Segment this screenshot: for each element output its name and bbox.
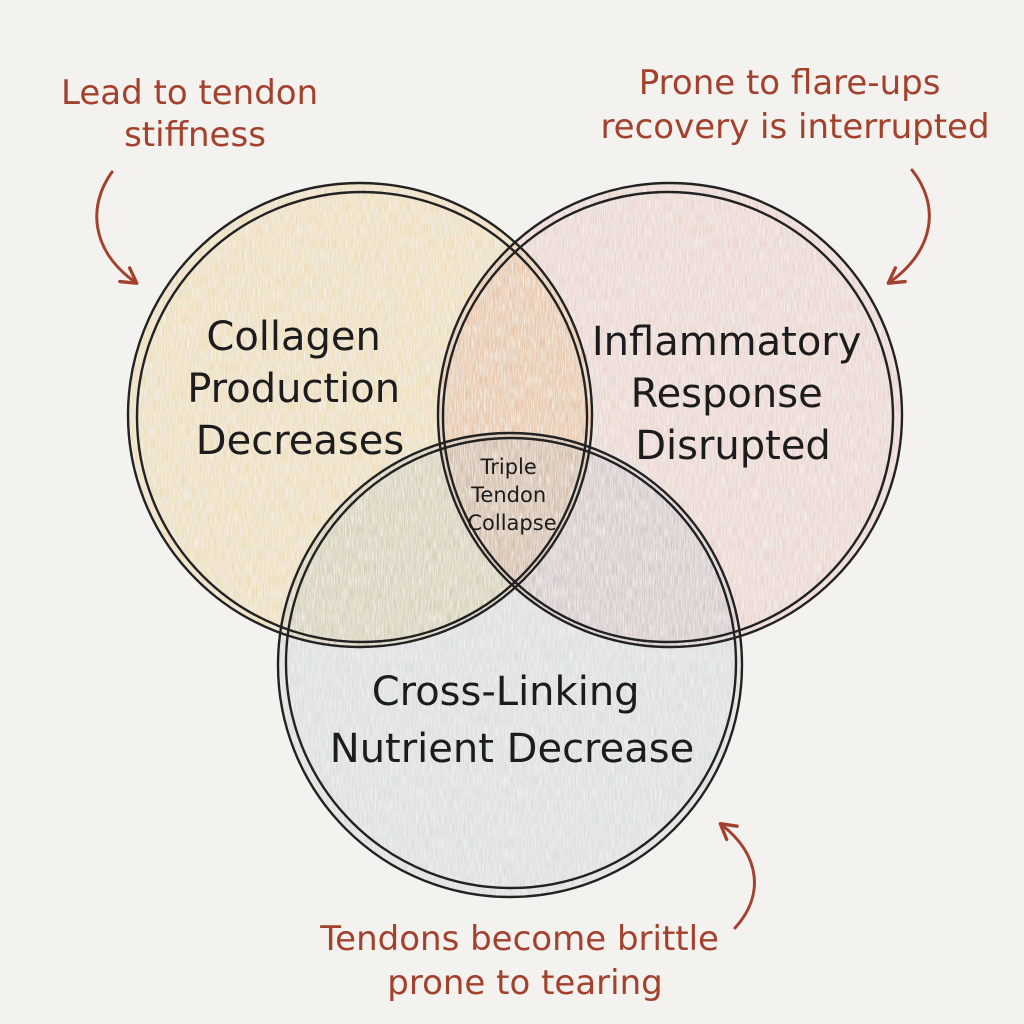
circle-bottom-outline-inner [284, 436, 738, 890]
circle-left-label-line: Production [187, 366, 400, 412]
circle-right-label: Inflammatory Response Disrupted [592, 319, 874, 469]
circle-right-label-line: Inflammatory [592, 319, 862, 365]
annotation-line: Prone to flare-ups [639, 63, 941, 103]
circle-left-outline [126, 181, 594, 649]
circle-right-outline [436, 181, 904, 649]
center-intersection-label: Triple Tendon Collapse [467, 455, 556, 535]
annotation-line: stiffness [124, 115, 266, 155]
center-label-line: Tendon [470, 483, 546, 507]
annotation-line: prone to tearing [387, 963, 662, 1003]
annotation-top-left-text: Lead to tendon stiffness [61, 73, 329, 155]
annotation-line: Tendons become brittle [319, 919, 719, 959]
circle-right-label-line: Disrupted [635, 423, 831, 469]
center-label-line: Collapse [467, 511, 556, 535]
circle-bottom-label-line: Cross-Linking [372, 669, 640, 715]
circle-outlines [126, 181, 904, 899]
circle-right-label-line: Response [631, 371, 823, 417]
circle-right-outline-inner [441, 190, 895, 644]
circle-left-label-line: Decreases [196, 418, 404, 464]
annotation-top-right-text: Prone to flare-ups recovery is interrupt… [600, 63, 989, 147]
circle-left-label: Collagen Production Decreases [187, 314, 413, 464]
curved-arrow-icon [886, 168, 931, 285]
annotation-bottom-text: Tendons become brittle prone to tearing [319, 919, 730, 1003]
curved-arrow-icon [95, 170, 139, 285]
annotation-line: recovery is interrupted [600, 107, 989, 147]
circle-bottom-outline [276, 431, 744, 899]
circle-bottom-label-line: Nutrient Decrease [330, 726, 694, 772]
annotation-line: Lead to tendon [61, 73, 318, 113]
circle-bottom-label: Cross-Linking Nutrient Decrease [330, 669, 694, 772]
circle-left-outline-inner [135, 190, 589, 644]
curved-arrow-icon [718, 822, 756, 930]
center-label-line: Triple [480, 455, 537, 479]
circle-fills [128, 183, 902, 897]
circle-bottom-fill [278, 433, 742, 897]
circle-left-label-line: Collagen [206, 314, 381, 360]
